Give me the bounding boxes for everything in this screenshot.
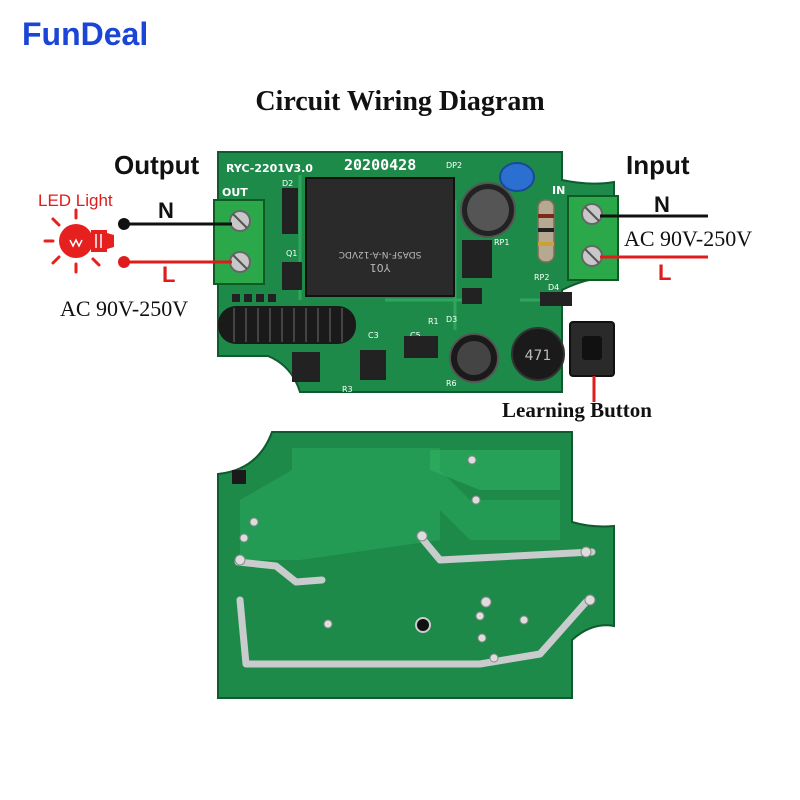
trace-bottom — [236, 596, 590, 668]
chip-bottom-mid — [360, 350, 386, 380]
top-board: SDA5F-N-A-12VDC Y01 RYC-2201V3.0 2020042… — [213, 151, 621, 394]
chip-q1 — [282, 262, 302, 290]
brand-logo: FunDeal — [22, 16, 149, 52]
learning-button-label: Learning Button — [502, 398, 652, 422]
label-c5: C5 — [410, 331, 421, 340]
chip-c5 — [404, 336, 438, 358]
led-bulb-icon — [43, 208, 114, 274]
label-r3: R3 — [342, 385, 353, 394]
relay-text-2: Y01 — [370, 261, 392, 274]
inductor-label: 471 — [525, 348, 552, 364]
input-l-label: L — [658, 260, 672, 285]
label-led1: LED1 — [600, 299, 621, 308]
output-l-label: L — [162, 262, 176, 287]
chip-d2 — [282, 188, 298, 234]
chip-bottom-left — [292, 352, 320, 382]
label-r6: R6 — [446, 379, 457, 388]
label-c3: C3 — [368, 331, 379, 340]
label-d4: D4 — [548, 283, 559, 292]
inductor — [511, 327, 565, 381]
label-q1: Q1 — [286, 249, 297, 258]
mounting-hole — [415, 617, 431, 633]
output-label: Output — [114, 150, 200, 180]
board-out: OUT — [222, 186, 248, 199]
trace-top-right — [416, 532, 596, 564]
input-voltage: AC 90V-250V — [624, 226, 753, 251]
label-rp1: RP1 — [494, 238, 509, 247]
trace-left — [234, 558, 326, 586]
diagram-title: Circuit Wiring Diagram — [255, 86, 545, 117]
label-r1: R1 — [428, 317, 439, 326]
label-dp2: DP2 — [446, 161, 462, 170]
bottom-board — [217, 431, 615, 699]
chip-mid — [462, 240, 492, 278]
label-d2: D2 — [282, 179, 293, 188]
relay-text-1: SDA5F-N-A-12VDC — [339, 249, 422, 259]
label-rp2: RP2 — [534, 273, 549, 282]
board-model: RYC-2201V3.0 — [226, 162, 313, 175]
antenna-coil — [218, 306, 356, 344]
label-d3: D3 — [446, 315, 457, 324]
led-light-label: LED Light — [38, 191, 113, 210]
board-in: IN — [552, 184, 565, 197]
output-n-node — [118, 218, 130, 230]
output-l-node — [118, 256, 130, 268]
relay — [305, 177, 455, 297]
ceramic-capacitor — [499, 162, 535, 192]
input-n-label: N — [654, 192, 670, 217]
input-label: Input — [626, 150, 690, 180]
output-voltage: AC 90V-250V — [60, 296, 189, 321]
board-date: 20200428 — [344, 156, 416, 174]
output-n-label: N — [158, 198, 174, 223]
